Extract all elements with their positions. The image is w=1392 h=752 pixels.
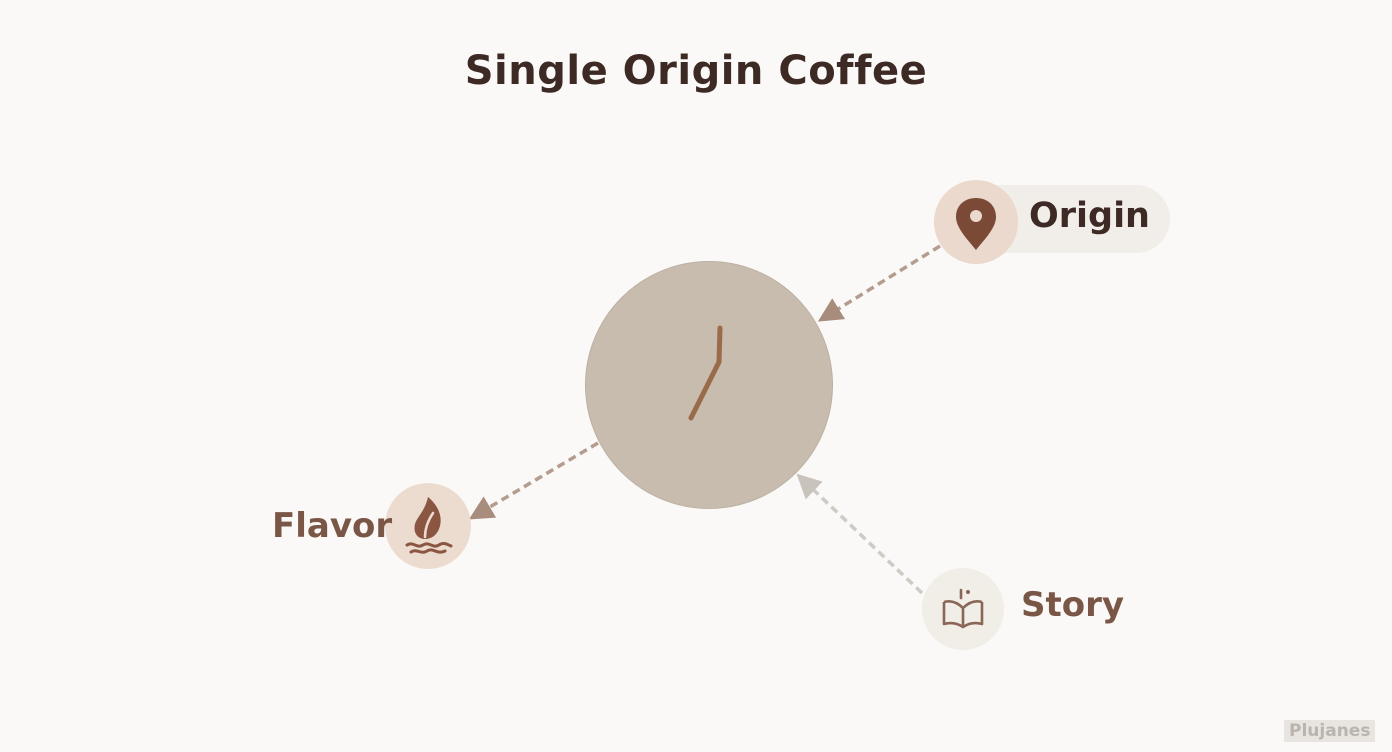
origin-label: Origin — [1029, 196, 1150, 236]
connector-hub-to-flavor — [468, 441, 599, 520]
story-label: Story — [1021, 585, 1125, 625]
open-book-icon — [942, 588, 984, 629]
connector-story-to-hub — [796, 473, 924, 595]
flame-leaf-icon — [405, 497, 453, 554]
flavor-node-circle — [385, 483, 471, 569]
map-pin-icon — [956, 198, 996, 250]
coffee-stir-stick-icon — [688, 325, 723, 421]
watermark: Plujanes — [1284, 720, 1376, 742]
origin-node-circle — [934, 180, 1018, 264]
hub-circle — [585, 261, 833, 509]
flavor-label: Flavor — [272, 506, 393, 546]
story-node-circle — [922, 568, 1004, 650]
connector-origin-to-hub — [817, 244, 941, 322]
diagram-title: Single Origin Coffee — [464, 48, 928, 94]
